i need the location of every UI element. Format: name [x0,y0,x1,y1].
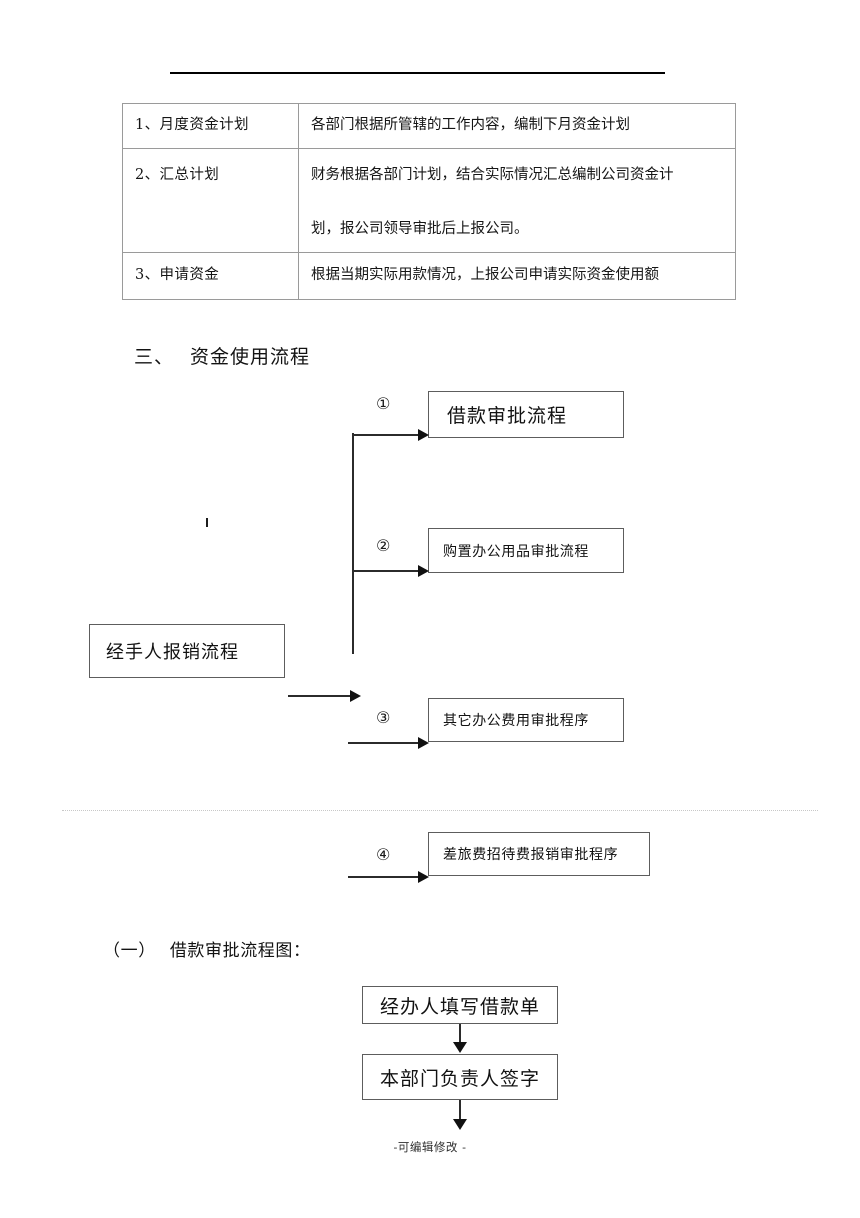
cell-text-line: 划，报公司领导审批后上报公司。 [311,220,529,237]
flow-trunk-line [352,433,354,654]
branch-connector-3 [348,742,422,744]
cell-text-line: 财务根据各部门计划，结合实际情况汇总编制公司资金计 [311,167,674,183]
branch-marker-4-icon: ④ [376,845,391,864]
flow-box-fill-loan-form: 经办人填写借款单 [362,986,558,1024]
branch-arrowhead-4-icon [418,871,429,883]
branch-connector-4 [348,876,422,878]
flow-box-travel-entertainment-approval: 差旅费招待费报销审批程序 [428,832,650,876]
cell-text-line: 各部门根据所管辖的工作内容，编制下月资金计划 [311,117,630,134]
table-row: 1、月度资金计划 各部门根据所管辖的工作内容，编制下月资金计划 [122,103,736,149]
flow-box-other-office-expense-approval: 其它办公费用审批程序 [428,698,624,742]
page-footer-note: -可编辑修改 - [393,1140,467,1154]
source-arrowhead-icon [350,690,361,702]
flow-box-handler-reimbursement: 经手人报销流程 [89,624,285,678]
flow-box-office-supplies-approval: 购置办公用品审批流程 [428,528,624,573]
branch-connector-1 [352,434,422,436]
subsection-number: （一） [103,941,156,961]
branch-connector-2 [352,570,422,572]
subsection-title: 借款审批流程图： [169,941,311,961]
table-cell-desc: 各部门根据所管辖的工作内容，编制下月资金计划 [298,103,736,149]
branch-arrowhead-2-icon [418,565,429,577]
cell-text-line: 根据当期实际用款情况，上报公司申请实际资金使用额 [311,267,659,284]
top-horizontal-rule [170,72,665,74]
branch-marker-1-icon: ① [376,394,391,413]
branch-marker-3-icon: ③ [376,708,391,727]
loan-connector-1 [459,1024,461,1044]
loan-arrowhead-2-icon [453,1119,467,1130]
stray-ink-mark [206,518,208,527]
section-heading: 三、资金使用流程 [134,342,310,369]
section-number: 三、 [134,346,175,368]
dotted-separator [62,810,818,811]
loan-arrowhead-1-icon [453,1042,467,1053]
branch-marker-2-icon: ② [376,536,391,555]
source-connector-line [288,695,354,697]
flow-box-department-head-signature: 本部门负责人签字 [362,1054,558,1100]
fund-plan-table: 1、月度资金计划 各部门根据所管辖的工作内容，编制下月资金计划 2、汇总计划 财… [122,103,736,300]
branch-arrowhead-1-icon [418,429,429,441]
flow-box-loan-approval: 借款审批流程 [428,391,624,438]
loan-connector-2 [459,1100,461,1122]
table-cell-label: 2、汇总计划 [122,148,299,253]
table-cell-desc: 根据当期实际用款情况，上报公司申请实际资金使用额 [298,252,736,300]
subsection-heading: （一） 借款审批流程图： [103,936,311,961]
table-cell-desc: 财务根据各部门计划，结合实际情况汇总编制公司资金计 划，报公司领导审批后上报公司… [298,148,736,253]
table-cell-label: 1、月度资金计划 [122,103,299,149]
branch-arrowhead-3-icon [418,737,429,749]
table-cell-label: 3、申请资金 [122,252,299,300]
table-row: 2、汇总计划 财务根据各部门计划，结合实际情况汇总编制公司资金计 划，报公司领导… [122,148,736,253]
table-row: 3、申请资金 根据当期实际用款情况，上报公司申请实际资金使用额 [122,252,736,300]
section-title: 资金使用流程 [190,346,311,368]
